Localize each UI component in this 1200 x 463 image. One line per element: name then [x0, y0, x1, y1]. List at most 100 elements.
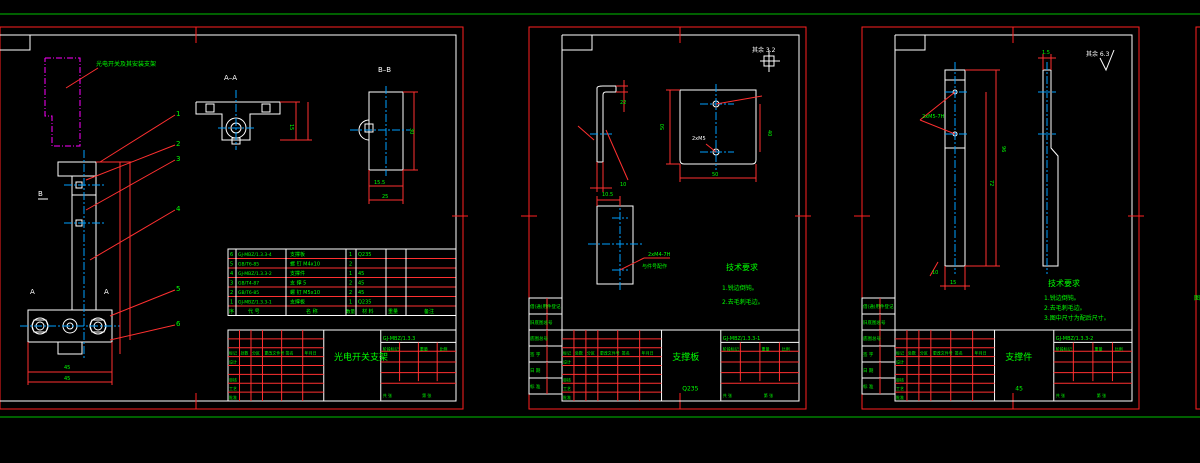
tb-weight: 重量 [761, 345, 769, 351]
bom-head-name: 名 称 [306, 308, 318, 315]
tb-stage: 阶段标记 [1056, 345, 1072, 351]
sheet-1-assembly[interactable]: 光电开关及其安装支架 A A B [0, 26, 468, 410]
tb-label: 年月日 [642, 350, 654, 356]
bom-cell-mat: Q235 [358, 252, 371, 258]
sheet-2-center-marks [521, 27, 811, 409]
balloon-6: 6 [176, 320, 181, 328]
roughness-note-2: 其余 3.2 [752, 46, 776, 54]
tb-scale: 比例 [782, 345, 790, 351]
side-label: 底图总号 [863, 335, 881, 342]
tb-label: 处数 [908, 350, 916, 356]
side-label: 日 期 [863, 368, 874, 374]
tb-label: 分区 [920, 350, 928, 356]
bom-cell-no: 3 [230, 281, 233, 287]
tb-stage: 阶段标记 [723, 345, 739, 351]
bom-head-note: 备注 [424, 308, 434, 315]
dim-bb-15-5: 15.5 [374, 180, 385, 186]
tb-sheet: 第 张 [764, 392, 773, 398]
bom-cell-no: 1 [230, 300, 233, 306]
dim-bb-25: 25 [382, 194, 388, 200]
bom-cell-name: 支撑板 [290, 251, 305, 258]
plate-front-dims [666, 89, 763, 182]
side-label: 签 字 [530, 351, 541, 358]
bom-head-no: 序 [229, 308, 234, 315]
side-label: 标 准 [863, 383, 874, 390]
sheet-2-frame [528, 26, 807, 410]
plate-bottom-view [596, 205, 634, 285]
tb-label: 分区 [587, 350, 595, 356]
bom-cell-name: 支撑件 [290, 270, 305, 277]
tb-approve: 批准 [896, 394, 904, 400]
tb-approve: 批准 [229, 394, 237, 400]
sheet-2-support-plate[interactable]: 其余 3.2 22 10 [521, 26, 811, 410]
dim-45a: 45 [64, 365, 70, 371]
tech-title-3: 技术要求 [1048, 278, 1080, 288]
bom-cell-qty: 1 [349, 300, 352, 306]
tb-title: 光电开关支架 [334, 351, 388, 363]
balloon-5: 5 [176, 285, 180, 293]
tb-approve: 批准 [563, 394, 571, 400]
dim-part-m5: 2xM5-7H [922, 114, 945, 120]
bom-cell-qty: 1 [349, 271, 352, 277]
sheet-3-frame [861, 26, 1140, 410]
side-label: 签 字 [863, 351, 874, 358]
balloon-1: 1 [176, 110, 180, 118]
part-front-dims [919, 69, 1000, 290]
bracket-centerlines [20, 150, 120, 360]
bom-cell-qty: 2 [349, 290, 352, 296]
tb-title: 支撑板 [672, 351, 699, 363]
bom-head-qty: 数量 [346, 308, 355, 315]
tb-design: 设计 [896, 359, 904, 365]
plate-side-dims [577, 80, 629, 192]
tb-stage: 阶段标记 [383, 345, 399, 351]
leader-assembly [65, 67, 99, 89]
front-dimensions [27, 161, 132, 385]
bom-head-weight: 重量 [388, 308, 398, 315]
dim-bb-30: 30 [408, 128, 414, 134]
dim-45b: 45 [64, 376, 70, 382]
section-aa-title: A–A [224, 74, 237, 82]
tb-design: 设计 [563, 359, 571, 365]
section-aa-dims [280, 101, 312, 141]
side-label: 旧底图总号 [863, 319, 886, 326]
bom-cell-qty: 1 [349, 252, 352, 258]
tech-2-3: 2.去毛刺毛边。 [1044, 304, 1086, 312]
bom-cell-mat: 45 [358, 281, 364, 287]
dim-plate-2xm5: 2xM5 [692, 136, 706, 142]
side-label: 底图总号 [530, 335, 548, 342]
sheet-1-center-marks [195, 27, 468, 409]
bom-cell-qty: 2 [349, 281, 352, 287]
sheet-3-title-block: 标记处数分区更改文件号签名年月日设计审核工艺批准支撑件45GJ-MBZ/1.3.… [894, 329, 1133, 402]
side-label: 旧底图总号 [530, 319, 553, 326]
tech-2-2: 2.去毛刺毛边。 [722, 298, 764, 306]
tb-design: 设计 [229, 359, 237, 365]
tb-sheets: 共 张 [1056, 392, 1065, 398]
tb-label: 更改文件号 [600, 350, 620, 356]
dim-plate-10: 10 [620, 182, 626, 188]
part-front-centerlines [945, 62, 968, 274]
sheet-1-title-block: 标记处数分区更改文件号签名年月日设计审核工艺批准光电开关支架GJ-MBZ/1.3… [227, 329, 457, 402]
tb-sheet: 第 张 [1097, 392, 1106, 398]
side-label: 借(通)用件登记 [530, 303, 561, 310]
sheet-3-support-part[interactable]: 2xM5-7H 96 72 15 10 1.5 其余 6.3 技术要求 1.锐边… [854, 26, 1144, 410]
tb-weight: 重量 [420, 345, 428, 351]
tb-scale: 比例 [1115, 345, 1123, 351]
bom-head-mat: 材 料 [362, 308, 374, 315]
tb-check: 审核 [896, 376, 904, 382]
tb-drawing-no: GJ-MBZ/1.3.3-2 [1056, 336, 1094, 342]
section-aa-centerlines [218, 90, 254, 150]
tb-scale: 比例 [439, 345, 447, 351]
svg-text:图: 图 [1194, 295, 1200, 302]
tb-label: 标记 [229, 350, 237, 356]
tb-sheets: 共 张 [723, 392, 732, 398]
tech-1-3: 1.锐边倒钝。 [1044, 294, 1080, 302]
tech-title-2: 技术要求 [726, 262, 758, 272]
tech-3-3: 3.图中尺寸为配后尺寸。 [1044, 314, 1110, 322]
tb-label: 签名 [285, 350, 293, 356]
plate-side-view [596, 85, 617, 163]
dim-part-10: 10 [932, 270, 938, 276]
side-label: 日 期 [530, 368, 541, 374]
dim-plate-50a: 50 [660, 124, 666, 130]
